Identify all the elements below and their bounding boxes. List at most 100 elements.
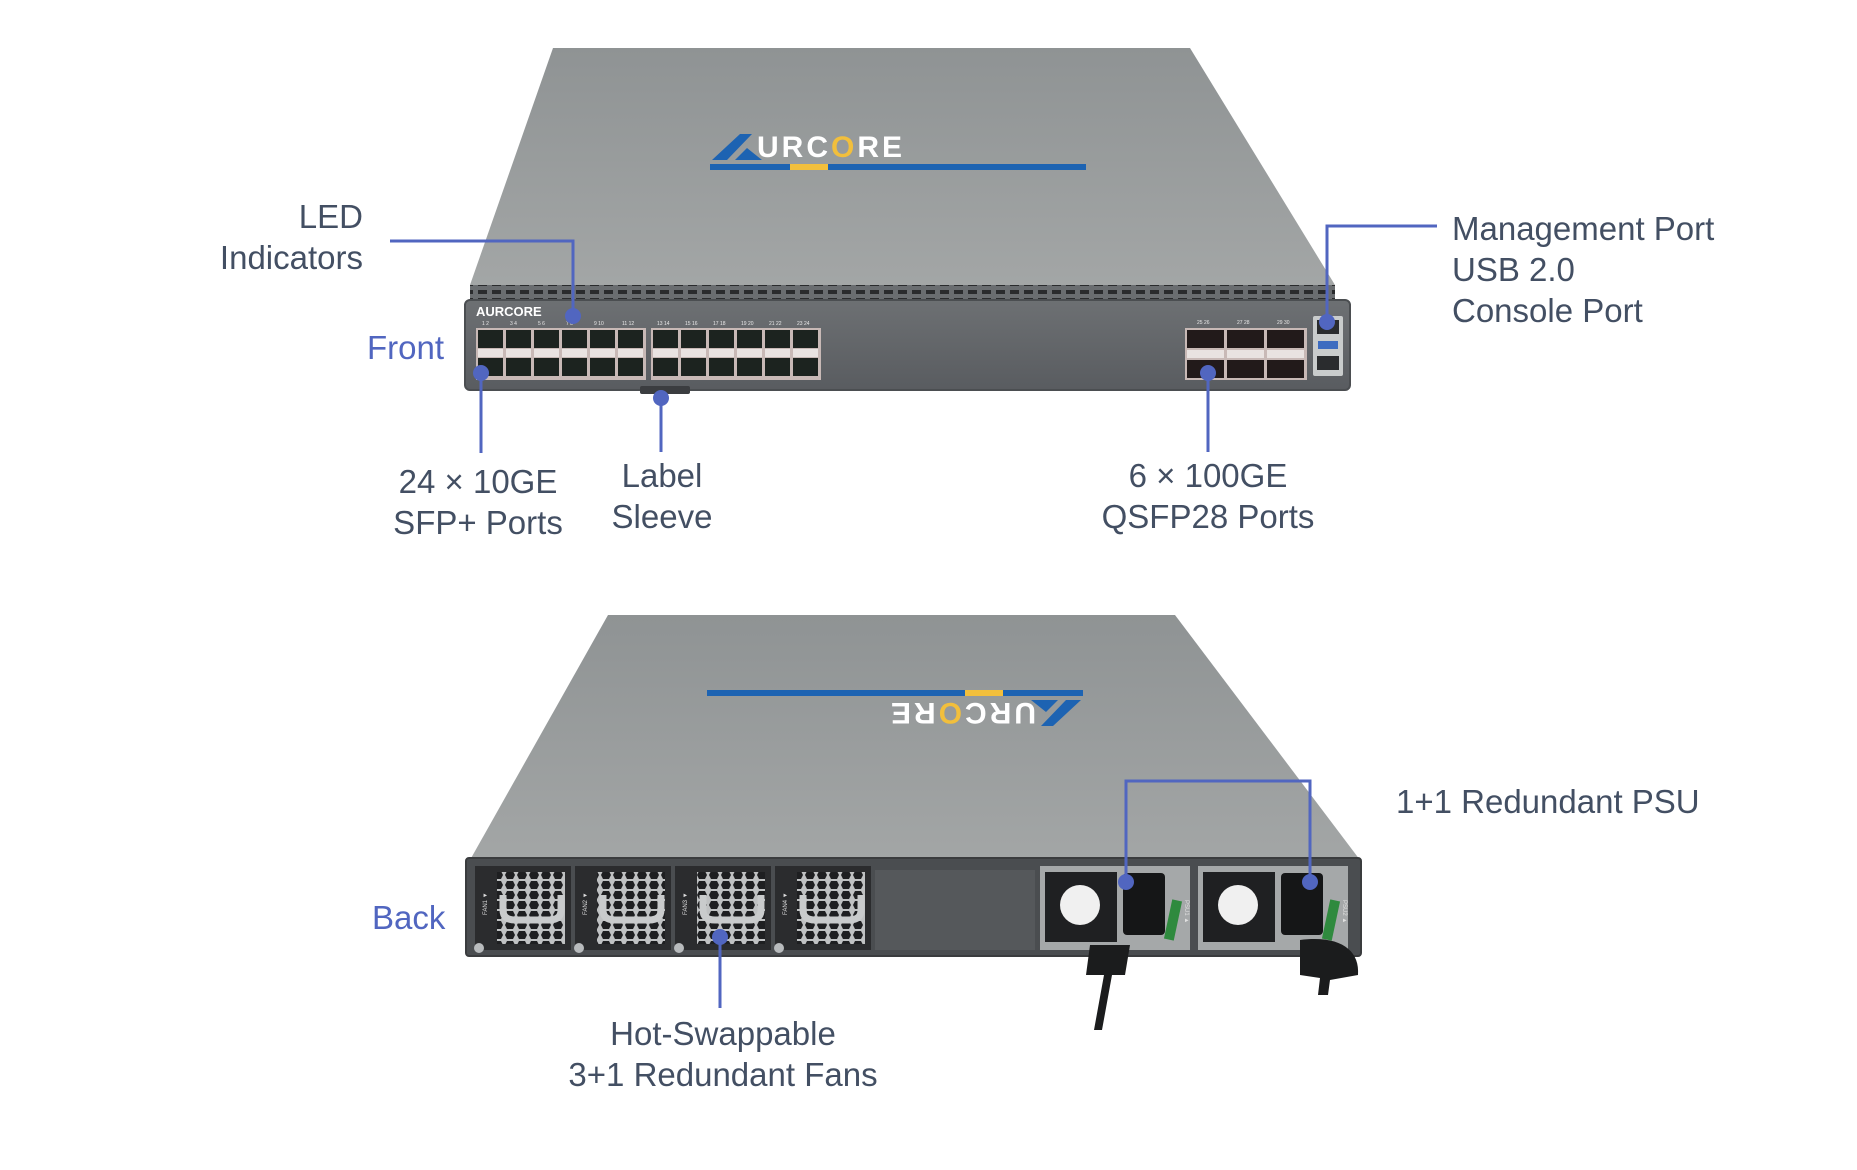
mgmt-callout-line	[1325, 224, 1437, 322]
led-strip	[534, 349, 559, 357]
label-line: Indicators	[219, 239, 363, 276]
sfp-port	[681, 330, 706, 348]
fan-label: FAN3 ▼	[683, 892, 689, 915]
front-top-logo: URCORE	[710, 131, 1086, 170]
led-strip	[590, 349, 615, 357]
sfp-port	[562, 358, 587, 376]
led-strip	[618, 349, 643, 357]
sfp-port	[506, 330, 531, 348]
sfp-port	[590, 330, 615, 348]
port-number-label: 5 6	[538, 321, 545, 327]
fan-handle[interactable]	[499, 895, 565, 924]
port-number-label: 13 14	[657, 321, 670, 327]
fan-handle[interactable]	[799, 895, 865, 924]
fan-grill	[497, 872, 565, 944]
psu2-cable-clip	[1300, 939, 1359, 995]
psu-callout-line	[1124, 779, 1312, 882]
label-line: 24 × 10GE	[398, 463, 558, 500]
sfp-port	[562, 330, 587, 348]
console-rj45-port	[1317, 356, 1339, 370]
led-callout-dot	[565, 308, 581, 324]
fan-handle[interactable]	[699, 895, 765, 924]
psu-release-latch[interactable]	[1163, 899, 1183, 941]
psu2-callout-dot	[1302, 874, 1318, 890]
sfp-port	[590, 358, 615, 376]
label-line: Console Port	[1452, 292, 1643, 329]
sfp-ports-label: 24 × 10GE SFP+ Ports	[393, 461, 563, 543]
thumb-screw[interactable]	[674, 943, 684, 953]
sleeve-callout-dot	[653, 390, 669, 406]
port-number-label: 17 18	[713, 321, 726, 327]
sfp-port	[534, 358, 559, 376]
fan-label: FAN2 ▼	[583, 892, 589, 915]
fan-handle[interactable]	[599, 895, 665, 924]
sfp-port	[506, 358, 531, 376]
sfp-port	[737, 330, 762, 348]
front-panel-logo: AURCORE	[476, 304, 542, 319]
thumb-screw[interactable]	[774, 943, 784, 953]
label-sleeve-tab	[640, 386, 690, 394]
sfp-port	[681, 358, 706, 376]
callout-lines	[390, 224, 1437, 1008]
led-strip	[562, 349, 587, 357]
back-switch: URCORE FAN1 ▼FAN2 ▼FAN3 ▼FAN4 ▼ PSU1 ▲PS…	[465, 615, 1362, 1030]
thumb-screw[interactable]	[574, 943, 584, 953]
fan-grill	[697, 872, 765, 944]
fans-label: Hot-Swappable 3+1 Redundant Fans	[568, 1013, 877, 1095]
label-line: Label	[621, 457, 703, 494]
label-line: 6 × 100GE	[1128, 457, 1288, 494]
label-line: LED	[298, 198, 363, 235]
qsfp-port	[1187, 330, 1224, 348]
label-line: Sleeve	[611, 498, 713, 535]
qsfp-port	[1227, 360, 1264, 378]
sfp-port	[534, 330, 559, 348]
qsfp-port	[1227, 330, 1264, 348]
fan-label: FAN1 ▼	[483, 892, 489, 915]
sfp-port	[618, 358, 643, 376]
port-number-label: 3 4	[510, 321, 517, 327]
led-strip	[1187, 350, 1224, 358]
psu-release-latch[interactable]	[1321, 899, 1341, 941]
sfp-port	[709, 330, 734, 348]
port-number-label: 11 12	[622, 321, 634, 327]
usb-port	[1318, 341, 1338, 349]
sfp-port	[793, 358, 818, 376]
led-strip	[793, 349, 818, 357]
label-line: 1+1 Redundant PSU	[1396, 783, 1700, 820]
sfp-port	[653, 330, 678, 348]
power-inlet[interactable]	[1123, 873, 1165, 935]
sfp-block-frame	[651, 328, 821, 380]
mgmt-callout-dot	[1319, 314, 1335, 330]
qsfp-port	[1267, 360, 1304, 378]
sfp-port	[737, 358, 762, 376]
thumb-screw[interactable]	[474, 943, 484, 953]
fans-callout-dot	[712, 929, 728, 945]
psu1-cable-clip	[1086, 945, 1130, 1030]
led-strip	[737, 349, 762, 357]
sfp-callout-dot	[473, 365, 489, 381]
sfp-port	[709, 358, 734, 376]
fan-grill	[597, 872, 665, 944]
blank-plate	[875, 870, 1035, 950]
psu-label: PSU2 ▲	[1341, 900, 1347, 923]
sfp-port	[653, 358, 678, 376]
fan-tray: FAN2 ▼	[574, 866, 671, 953]
psu-label: 1+1 Redundant PSU	[1396, 781, 1700, 822]
qsfp-port	[1267, 330, 1304, 348]
sfp-port	[765, 358, 790, 376]
sfp-block-frame	[476, 328, 646, 380]
front-view-title: Front	[367, 329, 445, 366]
port-number-label: 7 8	[566, 321, 573, 327]
port-number-label: 1 2	[482, 321, 489, 327]
led-strip	[1267, 350, 1304, 358]
led-strip	[653, 349, 678, 357]
power-supplies: PSU1 ▲PSU2 ▲	[1040, 866, 1348, 950]
led-strip	[765, 349, 790, 357]
callout-dots	[473, 308, 1335, 945]
led-strip	[478, 349, 503, 357]
sfp-port	[618, 330, 643, 348]
label-line: Management Port	[1452, 210, 1715, 247]
